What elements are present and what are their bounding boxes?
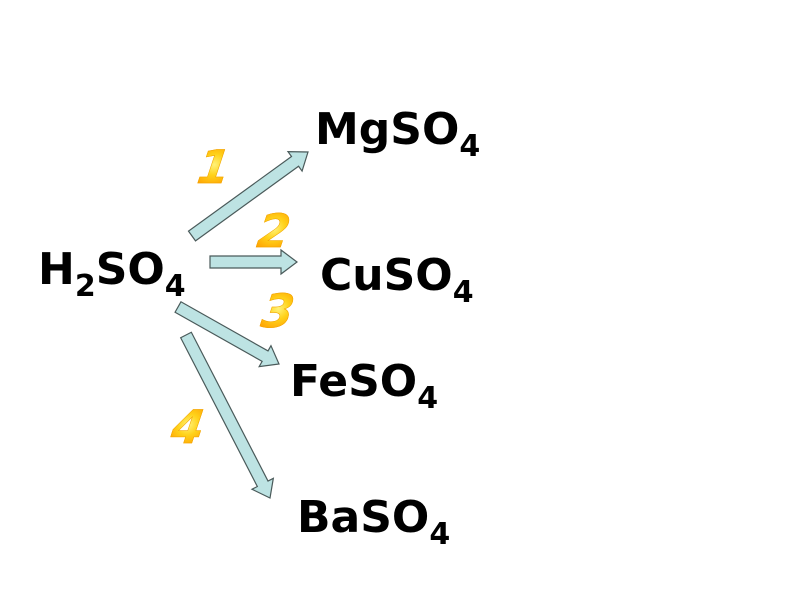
product-baso4: BaSO4 [297,492,451,552]
step-number-2: 2 [254,204,294,259]
product-cuso4: CuSO4 [320,250,474,310]
reactant-h2so4: H2SO4 [38,244,186,304]
arrow-to-mgso4 [187,151,309,242]
product-mgso4: MgSO4 [315,104,481,164]
step-number-3: 3 [258,284,298,339]
arrow-to-feso4 [174,300,280,368]
arrow-to-cuso4 [209,248,298,276]
product-feso4: FeSO4 [290,356,439,416]
arrow-to-baso4 [179,331,275,499]
step-number-4: 4 [168,400,208,455]
step-number-1: 1 [194,140,234,195]
